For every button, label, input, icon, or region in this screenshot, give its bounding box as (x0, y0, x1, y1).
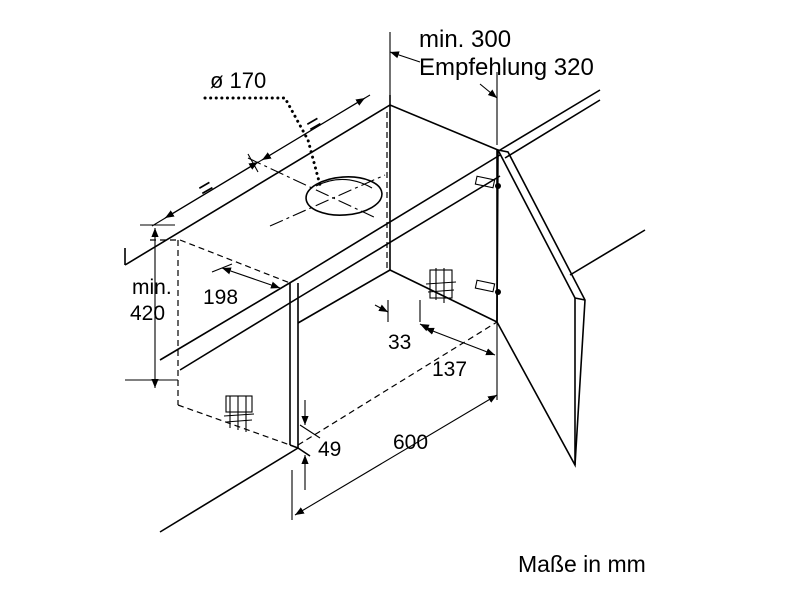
upper-cabinet (124, 89, 646, 371)
mounting-bracket-back (425, 268, 457, 303)
hood-box (159, 105, 498, 533)
label-min: min. (132, 276, 172, 299)
door-hinges (474, 175, 501, 295)
label-198: 198 (203, 286, 238, 309)
label-empfehlung-320: Empfehlung 320 (419, 54, 594, 81)
label-137: 137 (432, 358, 467, 381)
label-49: 49 (318, 438, 341, 461)
diameter-leader (203, 96, 322, 187)
mounting-bracket-front (223, 395, 255, 432)
label-33: 33 (388, 331, 411, 354)
label-420: 420 (130, 302, 165, 325)
cabinet-door (496, 149, 586, 468)
label-diameter-170: ø 170 (210, 68, 266, 93)
hidden-lines (150, 112, 498, 446)
label-min-300: min. 300 (419, 26, 511, 53)
label-600: 600 (393, 431, 428, 454)
units-note: Maße in mm (518, 551, 646, 577)
dimension-lines (125, 32, 498, 520)
